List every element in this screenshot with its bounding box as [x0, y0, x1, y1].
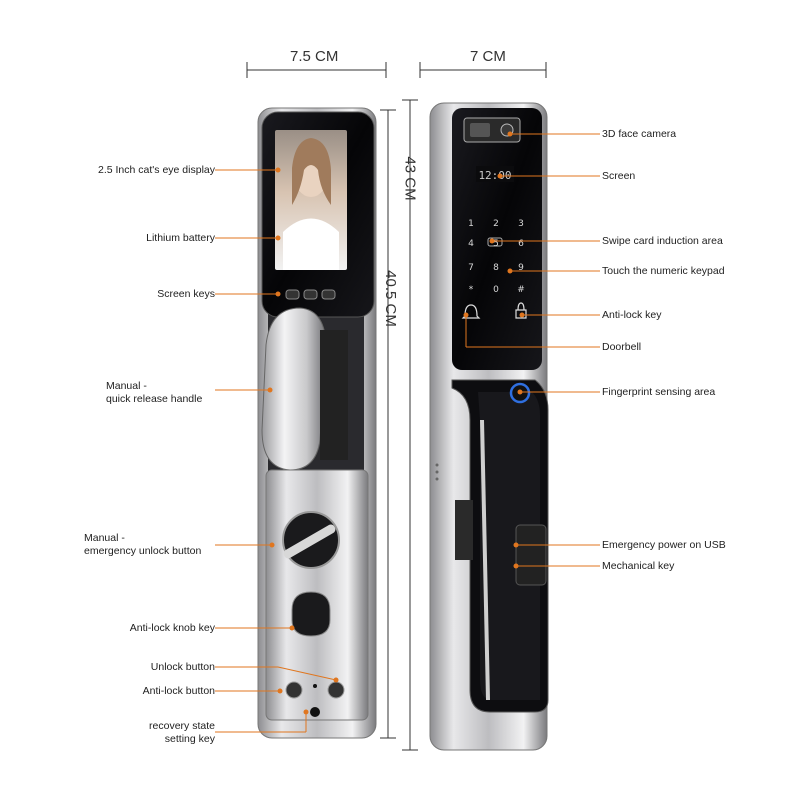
width-left-dimension: 7.5 CM: [290, 48, 339, 65]
keypad-key: 2: [493, 219, 499, 229]
side-lock: 12:00 1 2 3 4 5 6 7 8 9 * 0 #: [429, 102, 549, 751]
keypad-key: 0: [493, 285, 499, 295]
label-swipe: Swipe card induction area: [602, 235, 723, 247]
label-knob: Anti-lock knob key: [129, 622, 215, 634]
unlock-button: [327, 681, 345, 699]
label-handle-line1: Manual -: [106, 380, 147, 392]
recovery-key: [310, 707, 320, 717]
label-handle-line2: quick release handle: [106, 393, 203, 405]
height-outer-dimension: 43 CM: [401, 156, 419, 201]
label-fingerprint: Fingerprint sensing area: [602, 386, 716, 398]
screen-key: [321, 289, 336, 300]
label-recovery-line1: recovery state: [149, 720, 215, 732]
numeric-keypad: 1 2 3 4 5 6 7 8 9 * 0 #: [468, 219, 525, 295]
label-doorbell: Doorbell: [602, 341, 642, 353]
anti-lock-knob: [291, 591, 331, 637]
screen-key: [285, 289, 300, 300]
label-recovery-line2: setting key: [164, 733, 215, 745]
label-screen-keys: Screen keys: [157, 288, 215, 300]
keypad-key: 6: [518, 239, 524, 249]
keypad-key: 5: [493, 239, 499, 249]
small-screen: [476, 166, 514, 182]
keypad-key: 1: [468, 219, 474, 229]
keypad-key: 4: [468, 239, 474, 249]
swipe-card-area: [487, 237, 503, 247]
screen-time: 12:00: [478, 169, 511, 182]
dimension-lines: [246, 62, 547, 751]
front-lock: [257, 107, 377, 739]
label-antilock-key: Anti-lock key: [602, 309, 662, 321]
callout-lines: [215, 133, 600, 733]
callout-dots: [267, 131, 525, 715]
label-emergency-line1: Manual -: [84, 532, 125, 544]
label-face-camera: 3D face camera: [602, 128, 677, 140]
keypad-key: 7: [468, 263, 474, 273]
label-usb: Emergency power on USB: [602, 539, 726, 551]
doorbell-icon: [461, 304, 481, 319]
keypad-key: 8: [493, 263, 499, 273]
label-screen: Screen: [602, 170, 636, 182]
label-emergency-line2: emergency unlock button: [84, 545, 202, 557]
keypad-key: 9: [518, 263, 524, 273]
screen-key: [303, 289, 318, 300]
keypad-key: 3: [518, 219, 524, 229]
keypad-key: *: [469, 285, 474, 295]
lock-icon: [515, 302, 527, 319]
label-display: 2.5 Inch cat's eye display: [98, 164, 215, 176]
label-mech-key: Mechanical key: [602, 560, 675, 572]
anti-lock-button: [285, 681, 303, 699]
keypad-key: #: [517, 285, 525, 295]
label-unlock: Unlock button: [150, 661, 215, 673]
label-keypad: Touch the numeric keypad: [602, 265, 725, 277]
width-right-dimension: 7 CM: [470, 48, 506, 65]
height-inner-dimension: 40.5 CM: [381, 270, 399, 327]
label-antilock-button: Anti-lock button: [142, 685, 215, 697]
label-battery: Lithium battery: [146, 232, 215, 244]
usb-cover: [515, 524, 547, 586]
